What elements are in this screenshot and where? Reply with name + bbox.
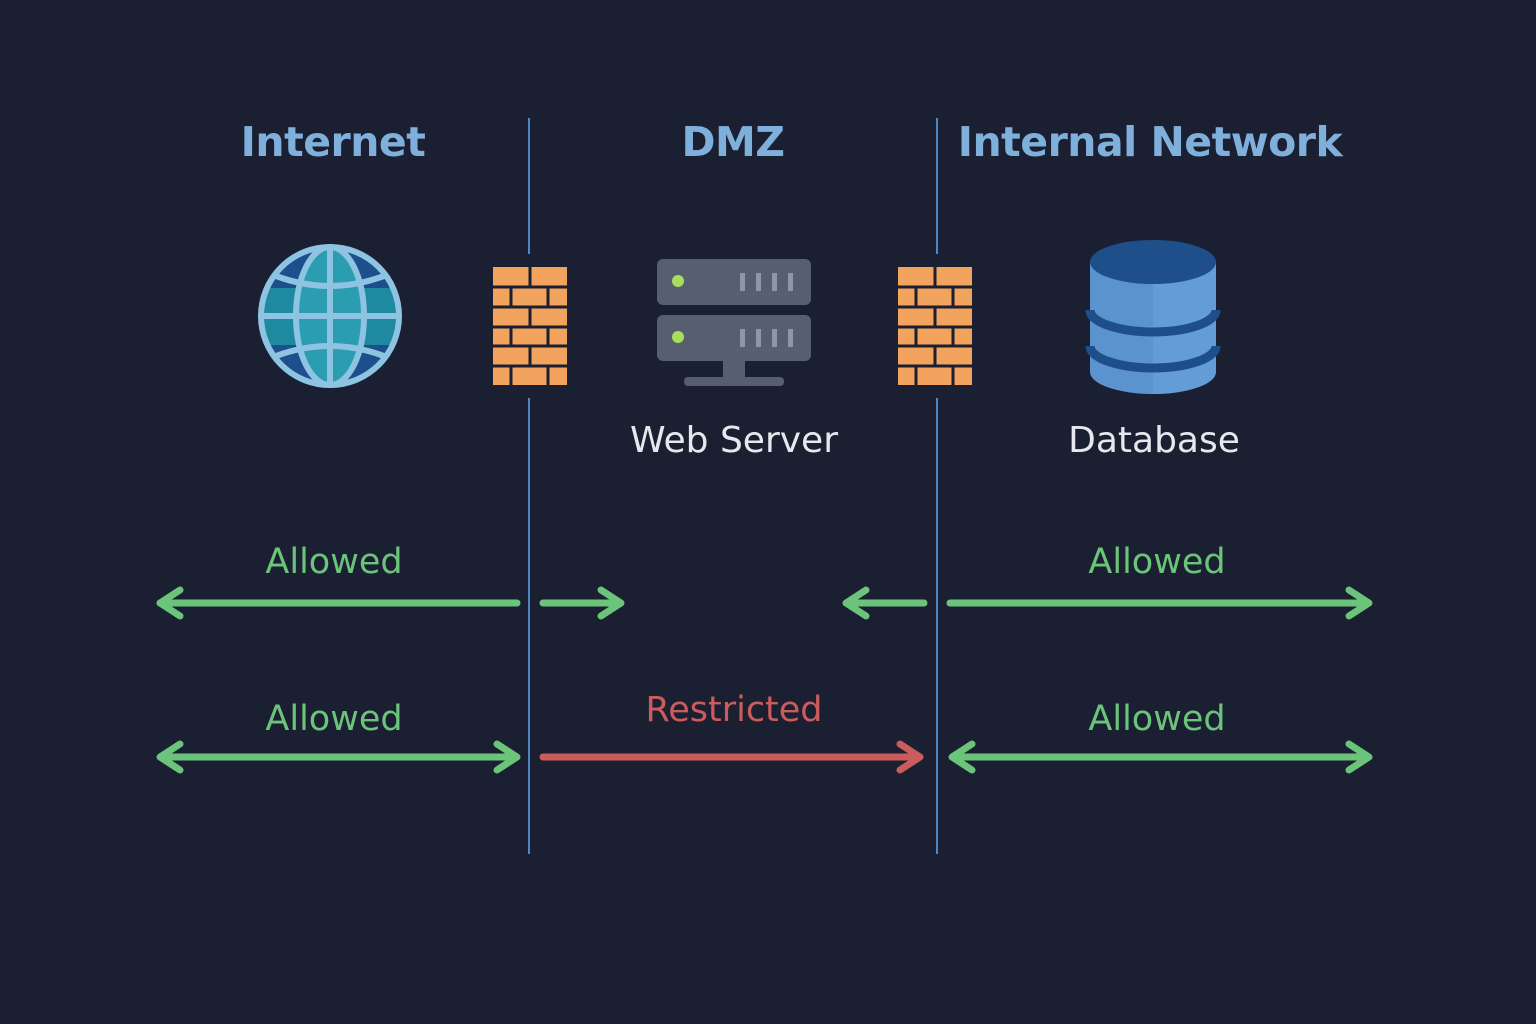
firewall-icon <box>493 267 567 385</box>
arrow-internal-row2 <box>948 740 1373 774</box>
arrow-internet-row1 <box>156 586 521 620</box>
arrow-dmz-outbound-row1 <box>842 586 928 620</box>
zone-title-internet: Internet <box>240 118 426 166</box>
flow-label-internet-row1: Allowed <box>265 542 403 582</box>
flow-label-internal-row1: Allowed <box>1088 542 1226 582</box>
arrow-internal-row1 <box>946 586 1373 620</box>
web-server-label: Web Server <box>630 420 838 461</box>
database-label: Database <box>1068 420 1240 461</box>
database-icon <box>1085 240 1221 394</box>
zone-title-internal-network: Internal Network <box>957 118 1343 166</box>
zone-title-dmz: DMZ <box>681 118 785 166</box>
flow-label-dmz-row2: Restricted <box>645 690 823 730</box>
flow-label-internal-row2: Allowed <box>1088 699 1226 739</box>
arrow-internet-row2 <box>156 740 521 774</box>
globe-icon <box>258 244 402 388</box>
server-icon <box>657 259 811 386</box>
arrow-dmz-inbound-row1 <box>539 586 625 620</box>
arrow-restricted-row2 <box>539 740 924 774</box>
firewall-icon <box>898 267 972 385</box>
flow-label-internet-row2: Allowed <box>265 699 403 739</box>
